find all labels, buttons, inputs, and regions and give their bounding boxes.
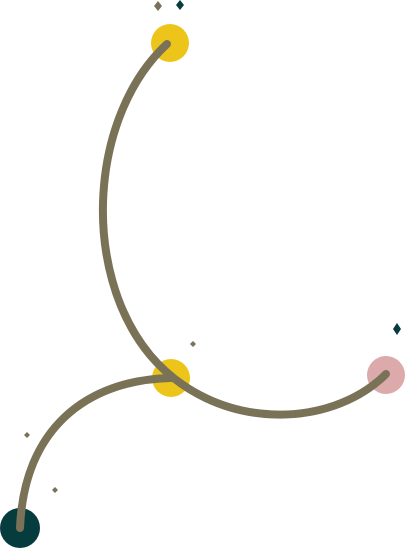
sparkle-olive-left-icon xyxy=(24,432,30,438)
sparkle-dark-right-icon xyxy=(393,323,401,335)
sparkle-olive-lower-icon xyxy=(52,487,58,493)
sparkle-dark-top-icon xyxy=(176,0,184,10)
lower-arc-path xyxy=(16,374,175,532)
main-arc-path xyxy=(98,40,390,419)
sparkle-olive-middle-icon xyxy=(190,341,196,347)
sparkle-olive-top-icon xyxy=(154,1,162,11)
